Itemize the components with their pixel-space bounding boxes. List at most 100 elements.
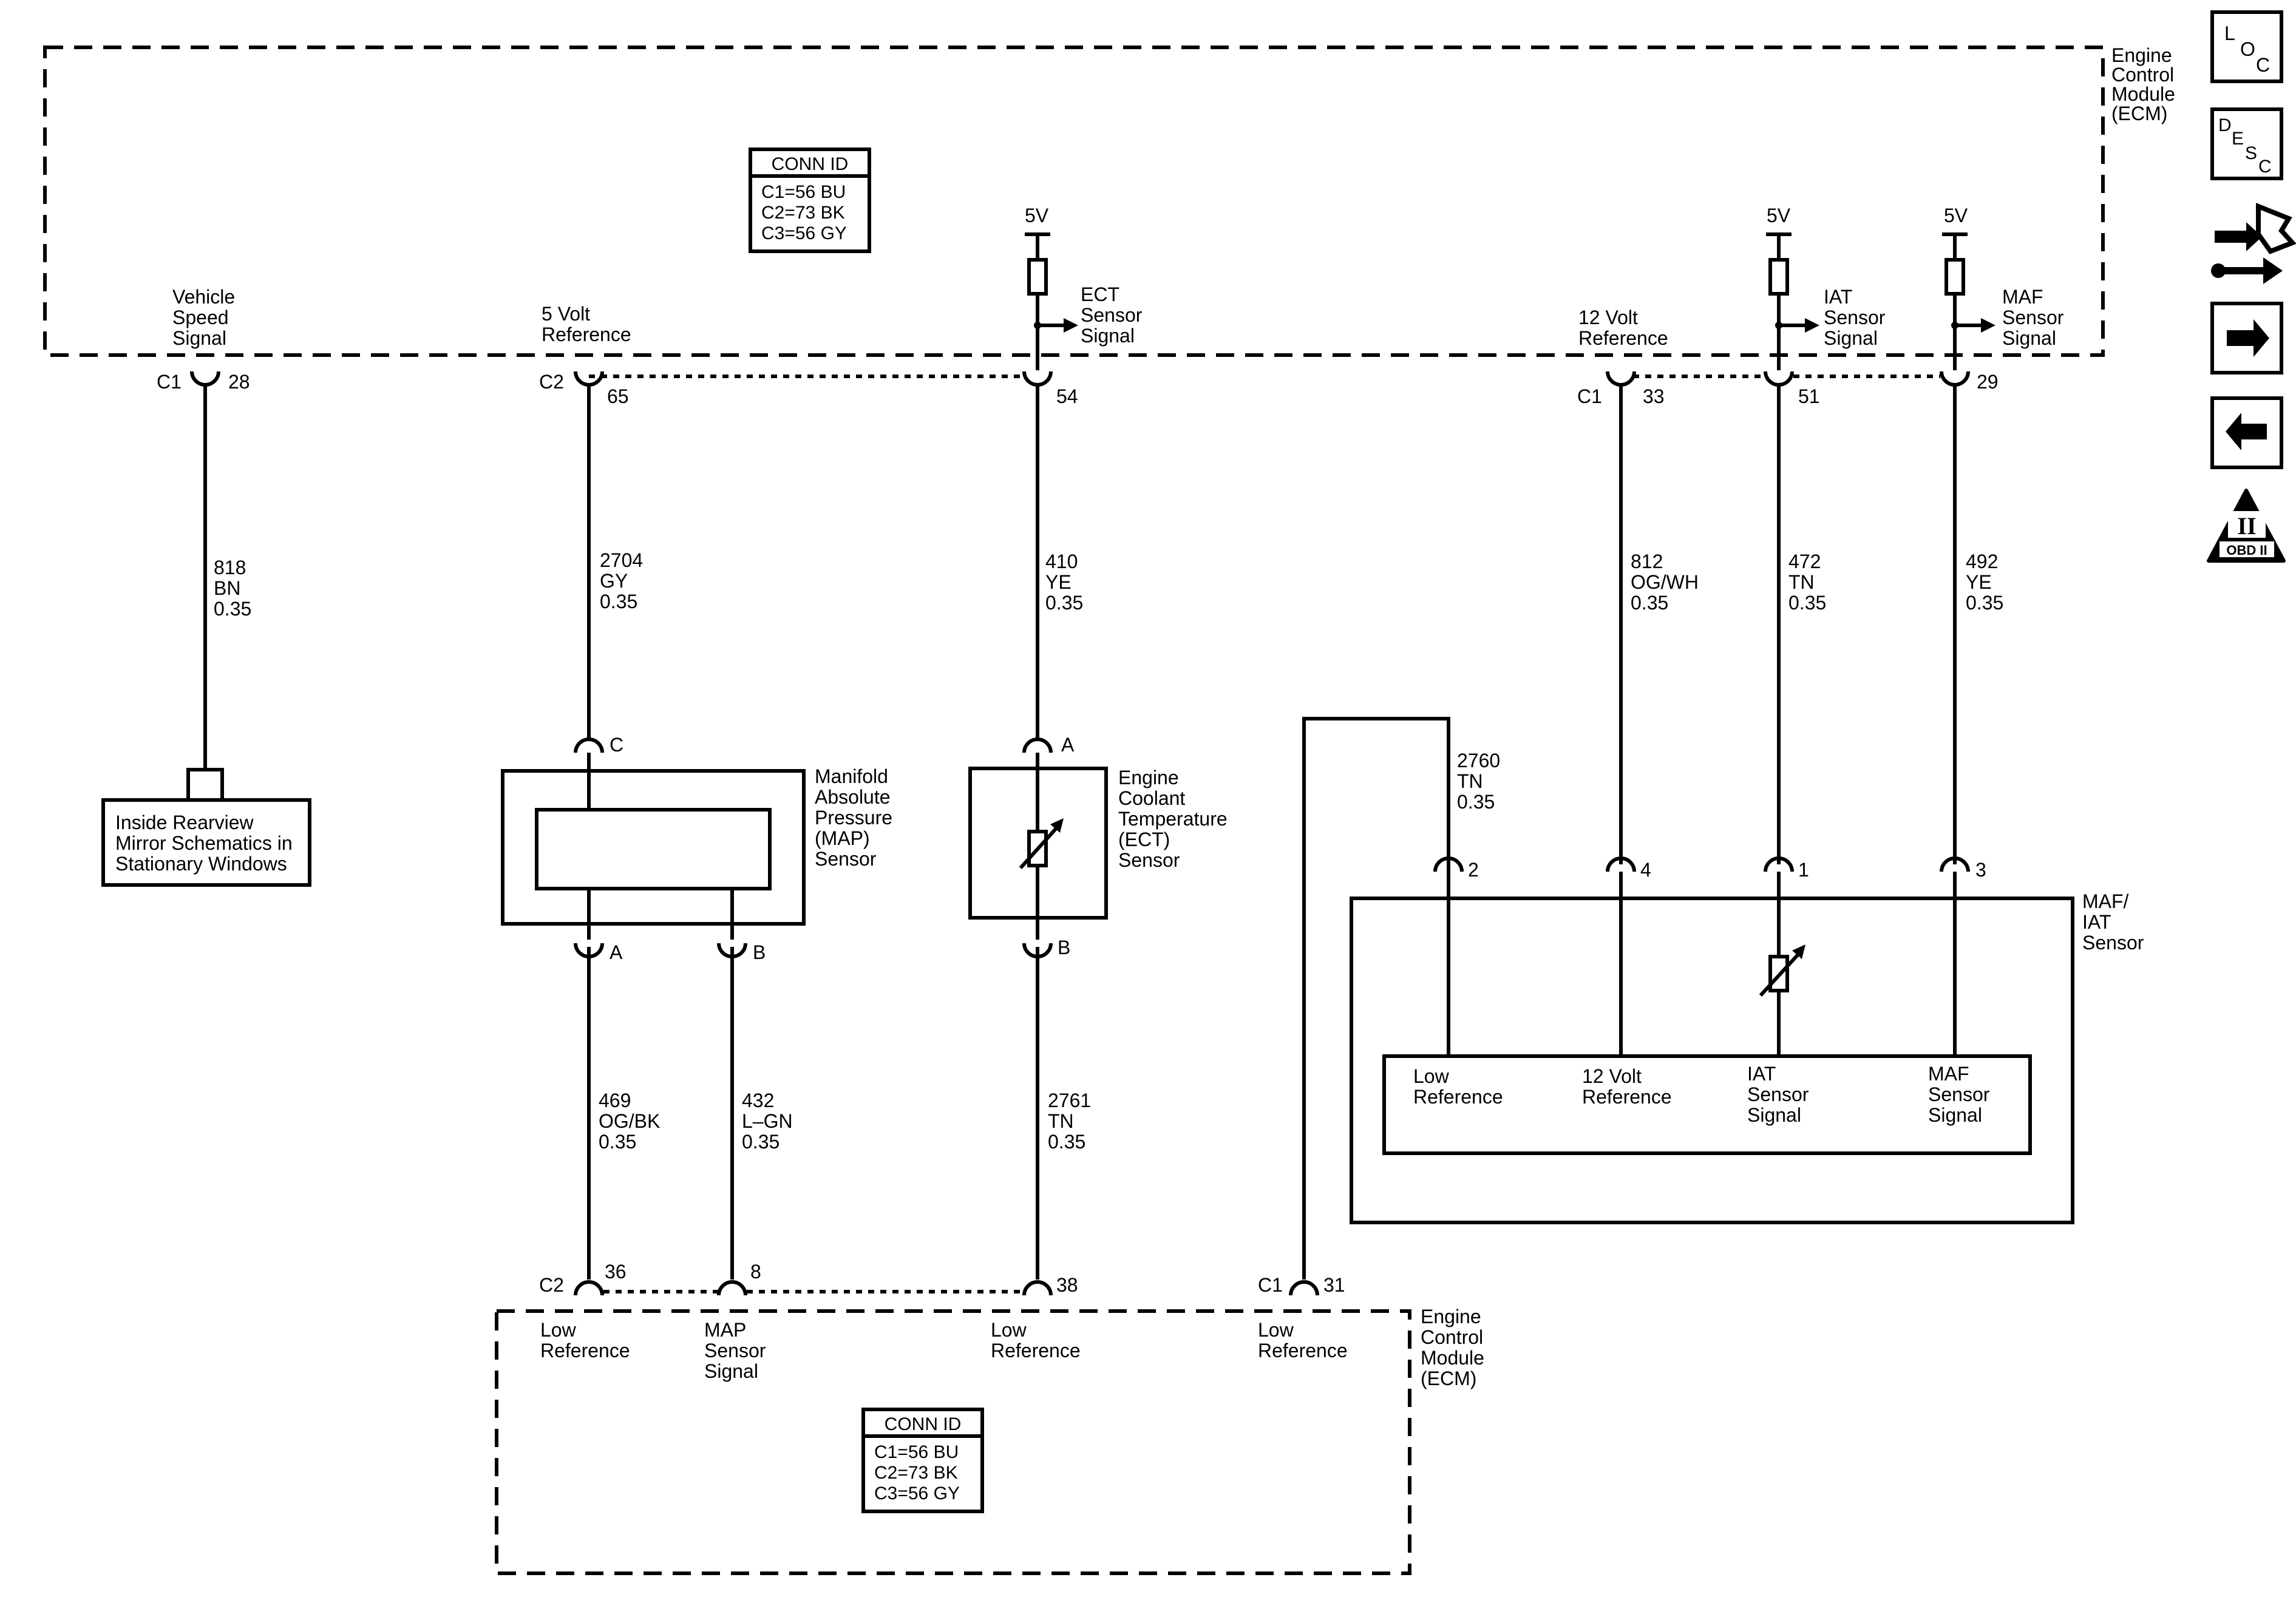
conn-id-row-top: C1=56 BU <box>761 182 846 202</box>
svg-text:OG/BK: OG/BK <box>599 1110 660 1132</box>
svg-text:C2=73 BK: C2=73 BK <box>874 1463 958 1483</box>
svg-text:Signal: Signal <box>1824 327 1878 349</box>
svg-text:Signal: Signal <box>704 1360 758 1382</box>
svg-text:432: 432 <box>742 1090 774 1111</box>
svg-text:0.35: 0.35 <box>214 598 251 620</box>
wire-469: 469 OG/BK 0.35 <box>587 947 660 1280</box>
description-button[interactable]: D E S C <box>2210 107 2283 180</box>
svg-text:TN: TN <box>1457 770 1483 792</box>
svg-text:Pressure: Pressure <box>815 807 892 829</box>
mirror-connector <box>186 768 224 799</box>
ecm-bottom-pin-labels: Low Reference MAP Sensor Signal Low Refe… <box>540 1319 1348 1382</box>
svg-text:Coolant: Coolant <box>1118 787 1185 809</box>
conn-id-row-top: C2=73 BK <box>761 203 845 223</box>
ect-sensor-label: Engine Coolant Temperature (ECT) Sensor <box>1118 767 1228 871</box>
svg-text:Temperature: Temperature <box>1118 808 1228 830</box>
svg-text:0.35: 0.35 <box>1631 592 1668 614</box>
svg-text:Engine: Engine <box>1118 767 1179 788</box>
wire-410: 410 YE 0.35 <box>1036 386 1083 738</box>
svg-text:Reference: Reference <box>1413 1086 1503 1108</box>
svg-text:S: S <box>2245 143 2257 163</box>
svg-text:0.35: 0.35 <box>1048 1131 1085 1153</box>
location-button[interactable]: L O C <box>2210 10 2283 83</box>
map-sensor-housing <box>501 769 806 926</box>
previous-arrow-button[interactable] <box>2210 396 2283 469</box>
svg-text:Mirror Schematics in: Mirror Schematics in <box>115 832 293 854</box>
svg-text:2760: 2760 <box>1457 750 1500 771</box>
conn-id-row-top: C3=56 GY <box>761 223 847 243</box>
svg-text:BN: BN <box>214 577 240 599</box>
svg-text:5 Volt: 5 Volt <box>542 303 590 325</box>
svg-text:TN: TN <box>1788 571 1815 593</box>
svg-text:Engine: Engine <box>1421 1306 1481 1327</box>
next-arrow-button[interactable] <box>2210 302 2283 375</box>
svg-text:Reference: Reference <box>542 324 631 345</box>
pin-c2-36-connector: C2 <box>539 1274 564 1296</box>
svg-text:L: L <box>2224 22 2235 44</box>
svg-text:0.35: 0.35 <box>742 1131 779 1153</box>
svg-text:Manifold: Manifold <box>815 765 888 787</box>
svg-text:IAT: IAT <box>1824 286 1852 308</box>
svg-text:(ECM): (ECM) <box>1421 1368 1476 1389</box>
mirror-schematic-box[interactable]: Inside Rearview Mirror Schematics in Sta… <box>101 798 311 887</box>
svg-text:818: 818 <box>214 557 246 578</box>
map-sensor-label: Manifold Absolute Pressure (MAP) Sensor <box>815 765 892 870</box>
svg-text:Control: Control <box>1421 1326 1483 1348</box>
ect-signal-label: ECT Sensor Signal <box>1081 283 1143 347</box>
svg-text:0.35: 0.35 <box>1045 592 1083 614</box>
svg-text:2761: 2761 <box>1048 1090 1091 1111</box>
pin-51: 51 <box>1798 385 1820 407</box>
svg-text:0.35: 0.35 <box>1788 592 1826 614</box>
obd-ii-badge[interactable]: II OBD II <box>2207 489 2286 563</box>
pin-c2-65-connector: C2 <box>539 371 564 393</box>
svg-text:Reference: Reference <box>1258 1340 1348 1361</box>
svg-text:12 Volt: 12 Volt <box>1582 1065 1642 1087</box>
map-pin-c: C <box>610 734 623 756</box>
ect-pin-b: B <box>1058 937 1070 958</box>
ecm-top-title-line3: Module <box>2111 83 2175 105</box>
svg-text:Signal: Signal <box>172 327 226 349</box>
svg-text:0.35: 0.35 <box>599 1131 636 1153</box>
pin-c1-31-connector: C1 <box>1258 1274 1283 1296</box>
map-sensor[interactable]: C A B <box>501 734 806 963</box>
ecm-bottom-boundary <box>495 1309 1411 1575</box>
svg-text:469: 469 <box>599 1090 631 1111</box>
ect-sensor[interactable]: A B <box>968 734 1108 958</box>
wire-818: 818 BN 0.35 <box>203 386 251 770</box>
svg-text:Low: Low <box>991 1319 1027 1341</box>
map-sensor-element <box>535 808 772 890</box>
svg-text:Sensor: Sensor <box>704 1340 766 1361</box>
maf-iat-sensor-label: MAF/ IAT Sensor <box>2082 890 2144 954</box>
svg-text:12 Volt: 12 Volt <box>1578 307 1638 328</box>
iat-signal-label: IAT Sensor Signal <box>1824 286 1886 349</box>
obd-roman-numeral: II <box>2237 512 2256 540</box>
arrow-right-icon <box>2227 319 2269 357</box>
ecm-top-boundary <box>43 46 2105 357</box>
svg-text:IAT: IAT <box>2082 911 2111 933</box>
svg-text:Reference: Reference <box>540 1340 630 1361</box>
svg-text:0.35: 0.35 <box>600 591 637 612</box>
supply-5v-label: 5V <box>1025 205 1049 226</box>
wire-812: 812 OG/WH 0.35 <box>1619 386 1699 864</box>
svg-text:CONN ID: CONN ID <box>885 1414 962 1434</box>
svg-text:IAT: IAT <box>1747 1063 1776 1085</box>
svg-text:Low: Low <box>540 1319 577 1341</box>
pin-8: 8 <box>750 1261 761 1283</box>
maf-iat-internal-labels: Low Reference 12 Volt Reference IAT Sens… <box>1413 1063 1990 1126</box>
map-pin-a: A <box>610 941 623 963</box>
svg-text:YE: YE <box>1045 571 1072 593</box>
maf-signal-label: MAF Sensor Signal <box>2002 286 2064 349</box>
svg-text:O: O <box>2240 38 2255 60</box>
svg-text:Stationary Windows: Stationary Windows <box>115 853 287 875</box>
maf-iat-sensor[interactable]: 2 4 1 3 <box>1350 856 2074 1224</box>
svg-text:Low: Low <box>1258 1319 1294 1341</box>
svg-text:E: E <box>2232 129 2244 149</box>
pin-36: 36 <box>605 1261 627 1283</box>
connector-tool-icon[interactable] <box>2211 203 2296 284</box>
ecm-top-title: Engine Control Module (ECM) <box>2111 44 2175 124</box>
conn-id-table-top: CONN ID C1=56 BU C2=73 BK C3=56 GY <box>749 147 871 253</box>
svg-text:OG/WH: OG/WH <box>1631 571 1699 593</box>
svg-text:Reference: Reference <box>1578 327 1668 349</box>
svg-text:D: D <box>2218 115 2232 135</box>
svg-text:Speed: Speed <box>172 307 229 328</box>
